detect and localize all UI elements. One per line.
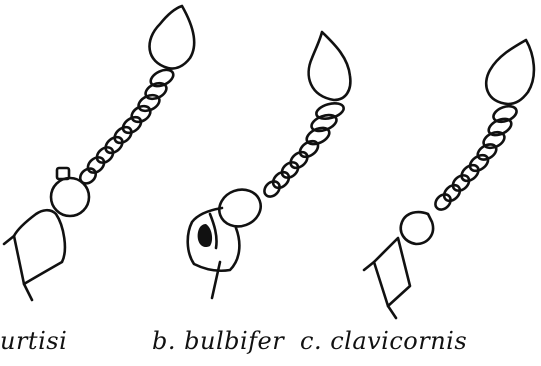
antenna-a-club [150, 6, 195, 69]
antenna-c-pedicel [374, 238, 410, 306]
antenna-a [4, 6, 194, 300]
antenna-c-segments [432, 103, 518, 212]
antenna-c [364, 40, 534, 318]
antenna-b-tuft [198, 224, 212, 247]
antenna-a-pedicel [14, 210, 65, 284]
label-clavicornis: c. clavicornis [300, 327, 467, 355]
antenna-a-bulb [51, 178, 89, 216]
label-urtisi: urtisi [0, 327, 67, 355]
antenna-b [188, 32, 351, 298]
antenna-b-scape [210, 214, 220, 298]
label-bulbifer: b. bulbifer [152, 327, 284, 355]
antenna-c-scape [364, 262, 396, 318]
antenna-a-scape [4, 236, 32, 300]
antenna-a-segments [77, 67, 176, 187]
antenna-b-club [309, 32, 351, 100]
antenna-c-club [486, 40, 534, 104]
antenna-b-pedicel [188, 208, 240, 271]
antenna-b-segments [261, 101, 345, 200]
antenna-c-joint [401, 212, 433, 244]
